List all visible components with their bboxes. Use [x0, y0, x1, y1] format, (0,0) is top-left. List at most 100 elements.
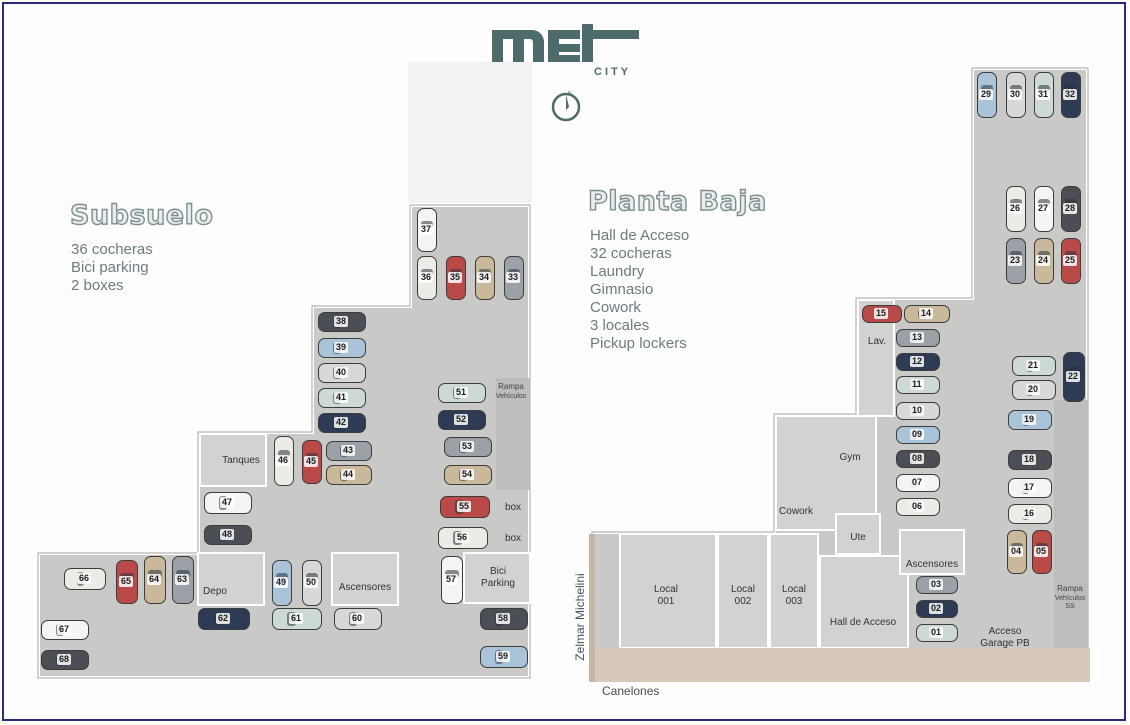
feature-item: 3 locales [590, 317, 650, 334]
parking-spot-number: 21 [1026, 360, 1041, 371]
ascensores-label-sub: Ascensores [338, 582, 392, 593]
parking-spot-number: 12 [910, 356, 925, 367]
ascensores-label-pb: Ascensores [905, 559, 959, 570]
ute-room [835, 513, 881, 555]
depo-room [197, 552, 265, 606]
planta-baja-features: Hall de Acceso 32 cocheras Laundry Gimna… [590, 227, 689, 353]
gym-label: Gym [839, 452, 861, 463]
cowork-label: Cowork [779, 506, 813, 517]
svg-text:N: N [568, 91, 572, 97]
parking-spot-number: 25 [1063, 255, 1078, 266]
tanques-label: Tanques [222, 455, 260, 466]
parking-spot-number: 23 [1008, 255, 1023, 266]
rampa-label-pb: Rampa [1057, 584, 1083, 593]
rampa-label-sub: Rampa [498, 382, 524, 391]
hall-de-acceso [819, 555, 909, 649]
parking-spot-number: 63 [175, 574, 190, 585]
parking-spot-number: 07 [910, 477, 925, 488]
local-002-number: 002 [734, 596, 752, 607]
rampa-sub-area [496, 378, 530, 490]
parking-spot-number: 33 [506, 272, 521, 283]
parking-spot-number: 48 [220, 529, 235, 540]
parking-spot-number: 45 [304, 456, 319, 467]
parking-spot-number: 03 [929, 579, 944, 590]
parking-spot-number: 13 [910, 332, 925, 343]
parking-spot-number: 38 [334, 316, 349, 327]
parking-spot-number: 10 [910, 405, 925, 416]
local-001-number: 001 [657, 596, 675, 607]
logo-city-text: CITY [594, 66, 632, 78]
parking-spot-number: 16 [1022, 508, 1037, 519]
parking-label: Parking [481, 578, 515, 589]
parking-spot-number: 66 [77, 573, 92, 584]
parking-spot-number: 19 [1022, 414, 1037, 425]
planta-baja-title: Planta Baja [587, 185, 767, 217]
parking-spot-number: 53 [460, 441, 475, 452]
parking-spot-number: 44 [341, 469, 356, 480]
garage-pb-label: Garage PB [980, 638, 1030, 649]
parking-spot-number: 02 [929, 603, 944, 614]
feature-item: 36 cocheras [71, 241, 153, 258]
courtyard-area [408, 62, 532, 204]
sidewalk [592, 648, 1090, 682]
parking-spot-number: 50 [304, 577, 319, 588]
parking-spot-number: 26 [1008, 203, 1023, 214]
parking-spot-number: 30 [1008, 89, 1023, 100]
hall-label: Hall de Acceso [829, 617, 897, 628]
parking-spot-number: 65 [119, 576, 134, 587]
ascensores-room-pb [899, 529, 965, 575]
rampa-pb-sub-label: Vehículos [1054, 595, 1086, 602]
rampa-sub-label: Vehículos [495, 393, 527, 400]
parking-spot-number: 46 [276, 455, 291, 466]
parking-spot-number: 43 [341, 445, 356, 456]
parking-spot-number: 20 [1026, 384, 1041, 395]
parking-spot-number: 56 [455, 532, 470, 543]
box-label: box [504, 533, 522, 544]
feature-item: Pickup lockers [590, 335, 687, 352]
parking-spot-number: 60 [350, 613, 365, 624]
parking-spot-number: 61 [289, 613, 304, 624]
parking-spot-number: 36 [419, 272, 434, 283]
parking-spot-number: 39 [334, 342, 349, 353]
feature-item: 2 boxes [71, 277, 124, 294]
parking-spot-number: 62 [216, 613, 231, 624]
parking-spot-number: 14 [919, 308, 934, 319]
box-label: box [504, 502, 522, 513]
parking-spot-number: 52 [454, 414, 469, 425]
parking-spot-number: 67 [57, 624, 72, 635]
feature-item: Hall de Acceso [590, 227, 690, 244]
parking-spot-number: 58 [496, 613, 511, 624]
street-canelones: Canelones [602, 684, 660, 698]
parking-spot-number: 22 [1066, 371, 1081, 382]
parking-spot-number: 17 [1022, 482, 1037, 493]
parking-spot-number: 11 [910, 379, 924, 390]
street-zelmar-michelini: Zelmar Michelini [573, 573, 587, 661]
ute-label: Ute [850, 532, 866, 543]
parking-spot-number: 42 [334, 417, 349, 428]
parking-spot-number: 49 [274, 577, 289, 588]
local-002-label: Local [731, 584, 755, 595]
parking-spot-number: 32 [1063, 89, 1078, 100]
parking-spot-number: 64 [147, 574, 162, 585]
feature-item: Bici parking [71, 259, 149, 276]
local-001 [619, 533, 717, 649]
parking-spot-number: 08 [910, 453, 925, 464]
parking-spot-number: 27 [1036, 203, 1051, 214]
parking-spot-number: 01 [929, 627, 944, 638]
parking-spot-number: 24 [1036, 255, 1051, 266]
acceso-label: Acceso [988, 626, 1022, 637]
parking-spot-number: 37 [419, 224, 434, 235]
subsuelo-features: 36 cocheras Bici parking 2 boxes [71, 241, 153, 295]
parking-spot-number: 40 [334, 367, 349, 378]
parking-spot-number: 47 [220, 497, 235, 508]
feature-item: Laundry [590, 263, 645, 280]
north-arrow-icon: N [551, 91, 581, 122]
feature-item: 32 cocheras [590, 245, 672, 262]
subsuelo-title: Subsuelo [69, 199, 214, 231]
parking-spot-number: 54 [460, 469, 475, 480]
parking-spot-number: 15 [874, 308, 889, 319]
parking-spot-number: 59 [496, 651, 511, 662]
ascensores-room-sub [331, 552, 399, 606]
rampa-pb-ss-label: SS [1065, 603, 1075, 610]
tanques-room [199, 433, 267, 487]
